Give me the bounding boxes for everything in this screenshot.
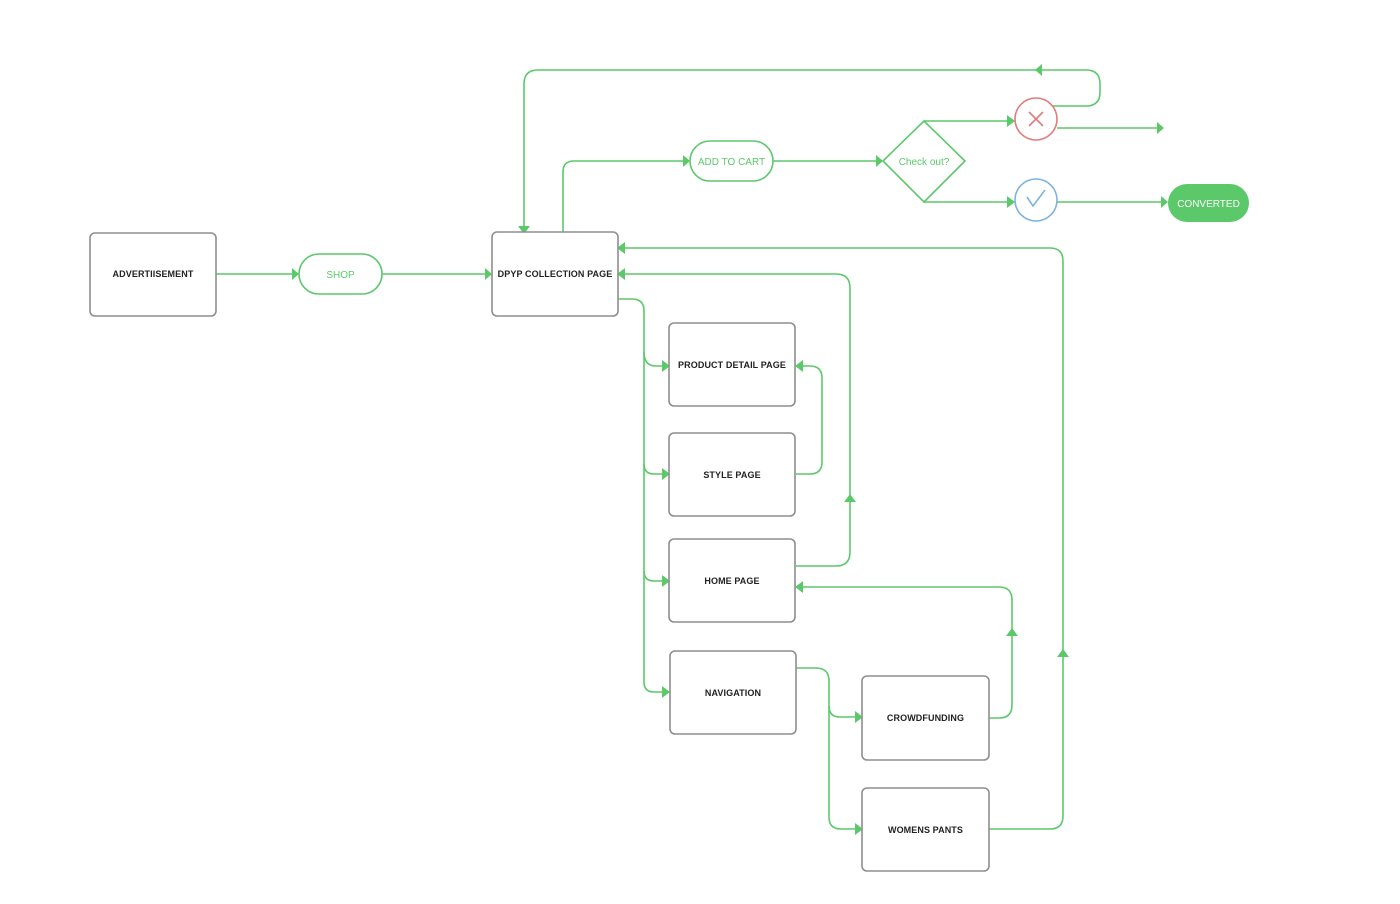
arrowhead [683, 155, 690, 167]
arrowhead [1007, 196, 1015, 208]
node-advertisement[interactable]: ADVERTIISEMENT [89, 232, 217, 317]
arrowhead [617, 268, 625, 280]
arrowhead [844, 494, 856, 502]
node-shop[interactable]: SHOP [298, 253, 383, 295]
node-converted-label: CONVERTED [1177, 199, 1240, 210]
edge-trunk-style [643, 463, 662, 475]
node-style-page[interactable]: STYLE PAGE [668, 432, 796, 517]
arrowhead [795, 360, 803, 372]
node-navigation[interactable]: NAVIGATION [669, 650, 797, 735]
edge-nav-split [796, 667, 855, 830]
edge-style-to-product [796, 365, 823, 475]
node-reject[interactable] [1014, 97, 1058, 141]
edge-crowdfunding-to-home [803, 586, 1013, 719]
node-accept[interactable] [1014, 178, 1058, 222]
node-navigation-label: NAVIGATION [705, 688, 761, 698]
node-home-page[interactable]: HOME PAGE [668, 538, 796, 623]
edge-home-to-collection [625, 273, 851, 567]
edge-pants-to-collection [625, 247, 1064, 830]
node-crowdfunding[interactable]: CROWDFUNDING [861, 675, 990, 761]
node-add-to-cart-label: ADD TO CART [698, 157, 765, 168]
node-shop-label: SHOP [326, 270, 355, 281]
connectors [216, 69, 1161, 830]
node-checkout-decision[interactable]: Check out? [881, 119, 967, 204]
node-womens-pants-label: WOMENS PANTS [888, 825, 963, 835]
node-add-to-cart[interactable]: ADD TO CART [689, 140, 774, 182]
edge-trunk-home [643, 570, 662, 582]
arrowhead [662, 575, 670, 587]
arrowheads [292, 64, 1168, 835]
node-checkout-label: Check out? [899, 157, 950, 168]
arrowhead [1161, 196, 1168, 208]
edge-trunk-product [643, 351, 662, 367]
node-crowdfunding-label: CROWDFUNDING [887, 713, 964, 723]
arrowhead [662, 468, 670, 480]
arrowhead [485, 268, 492, 280]
node-advertisement-label: ADVERTIISEMENT [113, 269, 194, 279]
node-product-detail-label: PRODUCT DETAIL PAGE [678, 360, 786, 370]
close-icon [1028, 111, 1044, 127]
arrowhead [662, 360, 670, 372]
arrowhead [876, 155, 883, 167]
edge-collection-to-cart [562, 160, 683, 232]
node-collection-label: DPYP COLLECTION PAGE [498, 269, 613, 279]
edge-nav-to-crowdfunding [828, 705, 855, 718]
node-product-detail-page[interactable]: PRODUCT DETAIL PAGE [668, 322, 796, 407]
edge-collection-trunk [618, 298, 662, 693]
node-style-label: STYLE PAGE [703, 470, 760, 480]
arrowhead [855, 711, 863, 723]
arrowhead [662, 686, 670, 698]
edge-reject-loop [523, 69, 1101, 226]
node-home-label: HOME PAGE [704, 576, 759, 586]
arrowhead [1157, 122, 1164, 134]
arrowhead [292, 268, 299, 280]
arrowhead [855, 823, 863, 835]
arrowhead [617, 242, 625, 254]
arrowhead [518, 226, 530, 234]
node-womens-pants[interactable]: WOMENS PANTS [861, 787, 990, 872]
arrowhead [1007, 115, 1015, 127]
arrowhead [1035, 64, 1042, 76]
arrowhead [1006, 628, 1018, 636]
node-converted[interactable]: CONVERTED [1168, 184, 1249, 222]
node-collection-page[interactable]: DPYP COLLECTION PAGE [491, 231, 619, 317]
arrowhead [1057, 649, 1069, 657]
arrowhead [795, 581, 803, 593]
check-icon [1026, 189, 1046, 208]
